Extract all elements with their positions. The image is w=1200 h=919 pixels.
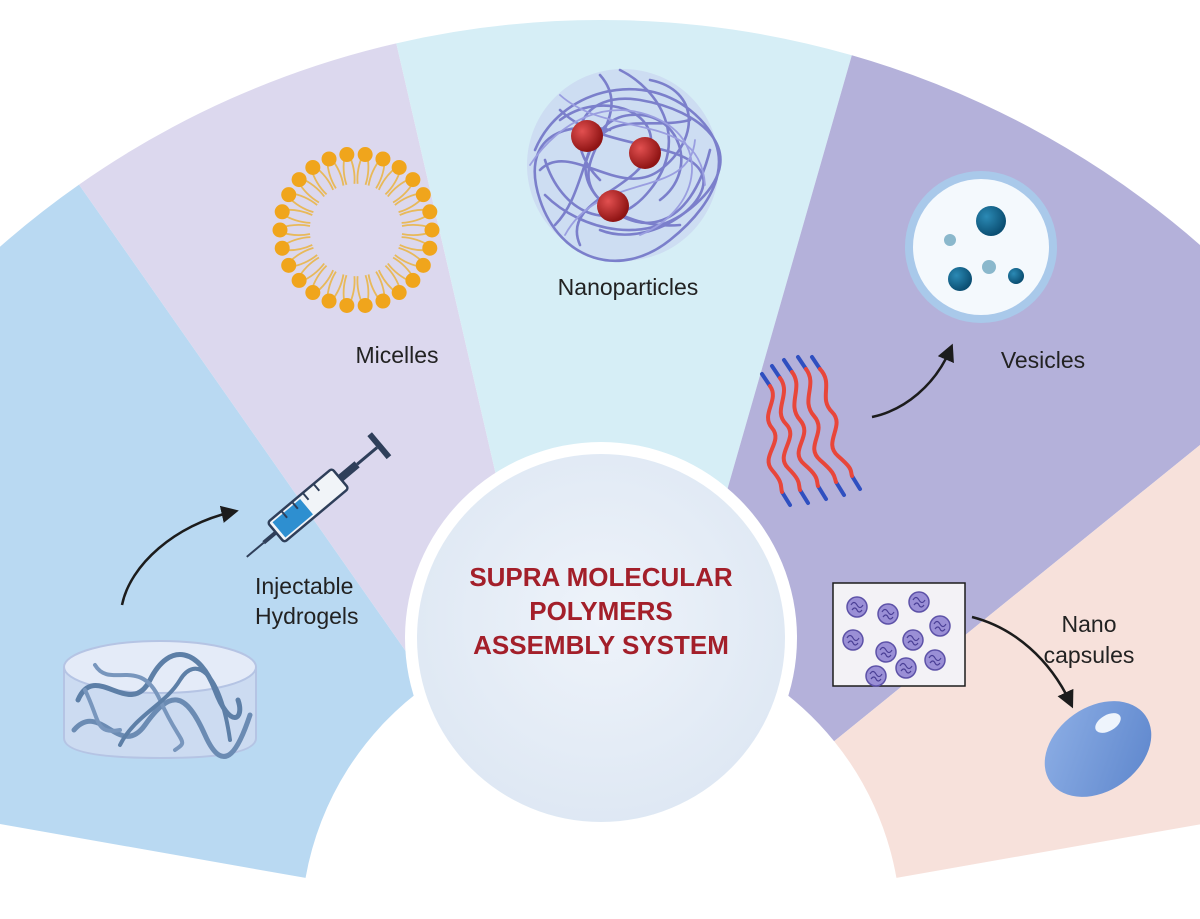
- vesicle-arrow-icon: [871, 343, 954, 419]
- micelle-illustration: Micelles: [272, 147, 440, 368]
- center-title-line-3: ASSEMBLY SYSTEM: [473, 630, 729, 660]
- nanocapsule-icon: [1044, 701, 1152, 797]
- nanoparticle-illustration: Nanoparticles: [527, 68, 722, 300]
- syringe-icon: [246, 432, 392, 558]
- nanocapsule-illustration: Nano capsules: [832, 582, 1152, 797]
- center-title-line-1: SUPRA MOLECULAR: [469, 562, 733, 592]
- center-disc: [417, 454, 785, 822]
- center-title-line-2: POLYMERS: [529, 596, 673, 626]
- micelle-icon: [272, 147, 440, 313]
- vesicle-icon: [905, 171, 1057, 323]
- capsules-label-line-1: Nano: [1062, 611, 1117, 637]
- hydrogel-arrow-icon: [120, 505, 239, 606]
- nanoparticles-label: Nanoparticles: [558, 274, 699, 300]
- segment-micelles: [79, 43, 534, 685]
- segment-vesicles: [683, 55, 1200, 742]
- micelles-label: Micelles: [355, 342, 438, 368]
- capsule-particle-icons: [842, 591, 951, 687]
- hydrogel-block-icon: [63, 640, 257, 760]
- hydrogels-label-line-2: Hydrogels: [255, 603, 359, 629]
- block-copolymer-icon: [760, 355, 862, 507]
- center-hub: SUPRA MOLECULAR POLYMERS ASSEMBLY SYSTEM: [405, 442, 797, 834]
- vesicles-label: Vesicles: [1001, 347, 1085, 373]
- hydrogel-illustration: Injectable Hydrogels: [63, 432, 392, 760]
- capsule-arrow-icon: [971, 615, 1074, 709]
- hydrogels-label-line-1: Injectable: [255, 573, 353, 599]
- nanoparticle-icon: [527, 68, 722, 263]
- capsules-label-line-2: capsules: [1044, 642, 1135, 668]
- vesicle-illustration: Vesicles: [760, 171, 1085, 507]
